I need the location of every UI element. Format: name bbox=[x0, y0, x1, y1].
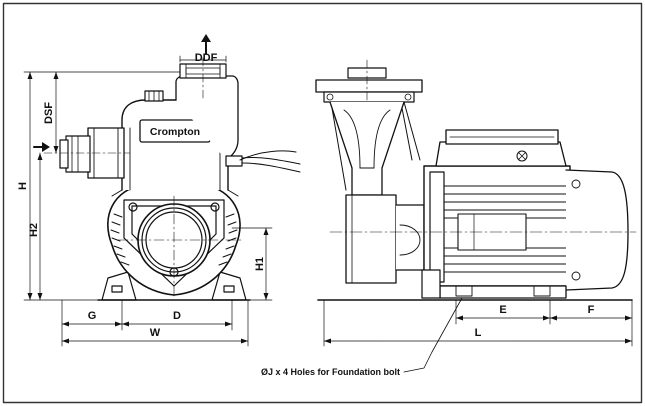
foundation-bolt-note: ØJ x 4 Holes for Foundation bolt bbox=[261, 367, 400, 377]
dimension-dsf: DSF bbox=[43, 102, 55, 124]
dimension-h2: H2 bbox=[28, 223, 40, 237]
dimension-h1: H1 bbox=[254, 257, 266, 271]
brand-label: Crompton bbox=[150, 126, 200, 138]
dimension-g: G bbox=[88, 310, 97, 322]
side-view bbox=[315, 59, 637, 301]
dimension-e: E bbox=[499, 304, 506, 316]
dimension-w: W bbox=[150, 327, 161, 339]
side-view-dimensions bbox=[323, 297, 633, 373]
dimension-l: L bbox=[475, 327, 482, 339]
dimension-d: D bbox=[173, 310, 181, 322]
front-view-dimensions bbox=[23, 34, 273, 347]
dimension-f: F bbox=[588, 304, 595, 316]
dimension-h: H bbox=[17, 182, 29, 190]
dimension-ddf: DDF bbox=[195, 52, 218, 64]
front-view bbox=[43, 57, 301, 301]
